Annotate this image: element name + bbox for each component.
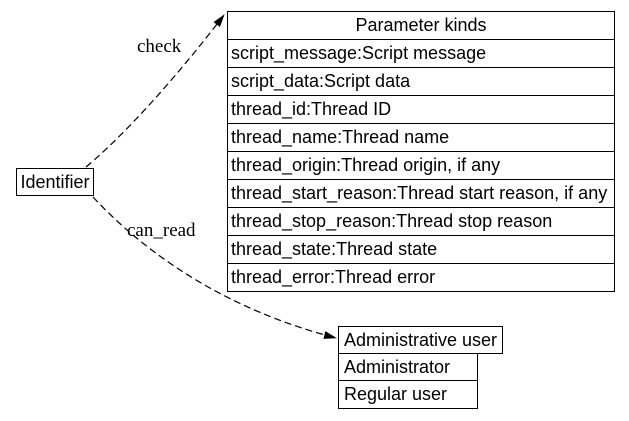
parameter-row-thread-id: thread_id:Thread ID bbox=[228, 96, 614, 124]
node-identifier: Identifier bbox=[16, 168, 94, 196]
node-administrative-user-rows: Administrator Regular user bbox=[338, 354, 478, 409]
user-row-administrator: Administrator bbox=[339, 354, 477, 381]
parameter-row-thread-error: thread_error:Thread error bbox=[231, 267, 436, 287]
parameter-row-script-data: script_data:Script data bbox=[228, 68, 614, 96]
edge-label-check: check bbox=[137, 36, 182, 57]
parameter-row-thread-name: thread_name:Thread name bbox=[228, 124, 614, 152]
parameter-row-script-message: script_message:Script message bbox=[228, 40, 614, 68]
parameter-row-thread-stop-reason: thread_stop_reason:Thread stop reason bbox=[228, 208, 614, 236]
node-parameter-kinds-table: Parameter kinds script_message:Script me… bbox=[227, 11, 615, 292]
node-administrative-user-title: Administrative user bbox=[338, 326, 503, 354]
parameter-row-thread-start-reason: thread_start_reason:Thread start reason,… bbox=[228, 180, 614, 208]
edge-label-can-read: can_read bbox=[127, 220, 196, 241]
parameter-row-thread-state: thread_state:Thread state bbox=[228, 236, 614, 264]
parameter-row-thread-origin: thread_origin:Thread origin, if any bbox=[228, 152, 614, 180]
user-row-regular-user: Regular user bbox=[344, 384, 448, 404]
parameter-kinds-title: Parameter kinds bbox=[228, 12, 614, 40]
